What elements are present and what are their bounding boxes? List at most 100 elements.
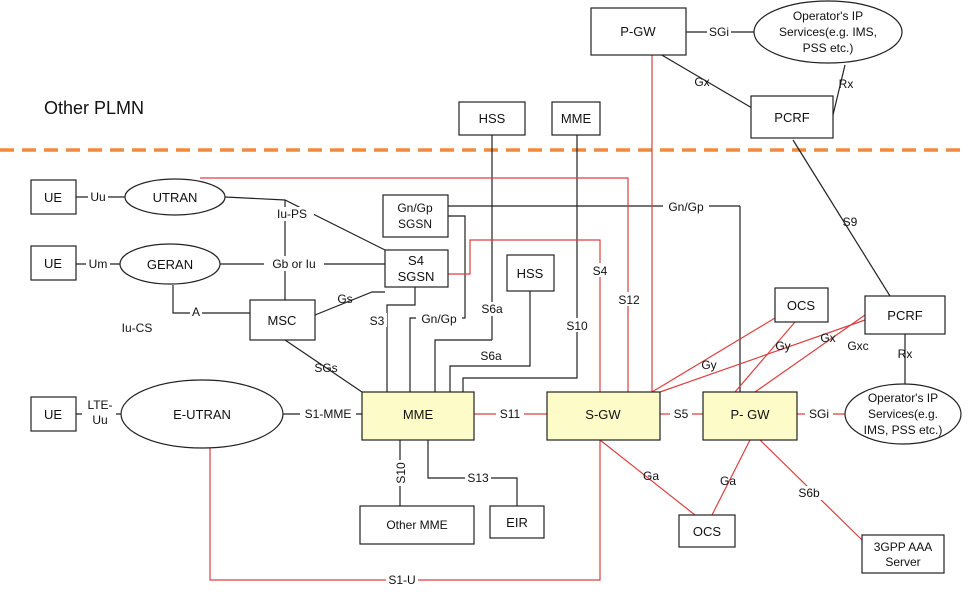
ip-services-right-line2: Services(e.g. — [868, 407, 938, 421]
label-um: Um — [89, 257, 108, 271]
label-s5: S5 — [674, 407, 689, 421]
ocs-top-box — [774, 287, 829, 323]
link-utran-s4sgsn-iups — [224, 196, 386, 251]
gn-gp-sgsn-box — [382, 194, 449, 238]
label-s6b: S6b — [798, 486, 820, 500]
label-gn-gp-low: Gn/Gp — [421, 312, 457, 326]
label-s4: S4 — [593, 264, 608, 278]
ocs-bottom-box — [678, 514, 736, 548]
link-sgw-pcrf-gxc — [659, 319, 866, 393]
link-msc-mme-sgs — [284, 339, 363, 393]
link-gngp-sgsn-to-mme — [409, 215, 466, 392]
link-hss-mid-mme-s6a — [449, 291, 531, 392]
e-utran-label: E-UTRAN — [173, 407, 231, 422]
pcrf-top-box — [750, 95, 834, 139]
msc-box — [249, 299, 316, 341]
label-s1-mme: S1-MME — [305, 407, 352, 421]
pgw-top-box — [590, 7, 687, 56]
utran-label: UTRAN — [153, 190, 198, 205]
aaa-line1: 3GPP AAA — [874, 540, 932, 554]
label-gx-top: Gx — [694, 75, 709, 89]
geran-label: GERAN — [147, 257, 193, 272]
link-s4sgsn-mme-s3 — [386, 287, 416, 392]
label-rx-top: Rx — [839, 77, 854, 91]
label-gxc: Gxc — [847, 339, 868, 353]
ue3-box — [30, 396, 77, 432]
msc-label: MSC — [268, 313, 297, 328]
label-rx-right: Rx — [898, 347, 913, 361]
e-utran-ellipse — [120, 379, 284, 449]
sgw-box — [546, 391, 661, 441]
aaa-server-box — [861, 534, 945, 574]
hss-top-label: HSS — [479, 111, 506, 126]
ip-services-top-line1: Operator's IP — [793, 9, 863, 23]
aaa-line2: Server — [885, 555, 920, 569]
mme-main-label: MME — [403, 407, 434, 422]
link-utran-sgw-s12 — [200, 177, 629, 392]
mme-top-label: MME — [561, 111, 592, 126]
label-gy-lower: Gy — [701, 358, 716, 372]
mme-main-box — [361, 391, 475, 441]
s4-sgsn-line2: SGSN — [398, 269, 435, 284]
label-gn-gp-right: Gn/Gp — [668, 200, 704, 214]
ue1-box — [30, 179, 77, 215]
ip-services-top-ellipse — [753, 0, 903, 64]
interface-labels: SGi Gx Rx S9 Uu Um Iu-PS Gb or Iu A Iu-C… — [82, 24, 912, 587]
label-s10: S10 — [566, 319, 588, 333]
hss-mid-label: HSS — [517, 266, 544, 281]
label-gx-right: Gx — [820, 331, 835, 345]
gn-gp-sgsn-line1: Gn/Gp — [397, 201, 433, 215]
pgw-main-box — [702, 391, 798, 441]
gn-gp-sgsn-line2: SGSN — [398, 217, 432, 231]
ip-services-right-line3: IMS, PSS etc.) — [864, 423, 943, 437]
label-sgs: SGs — [314, 361, 337, 375]
label-s3: S3 — [370, 314, 385, 328]
s4-sgsn-line1: S4 — [408, 253, 424, 268]
ue2-label: UE — [44, 256, 62, 271]
link-pcrf-pcrf-s9 — [792, 139, 891, 297]
link-pgw-pcrf-gx — [659, 53, 753, 109]
label-uu: Uu — [90, 190, 105, 204]
pgw-main-label: P- GW — [731, 407, 771, 422]
s4-sgsn-box — [384, 249, 449, 288]
eir-label: EIR — [506, 515, 528, 530]
label-s10-vertical: S10 — [394, 462, 408, 484]
other-mme-label: Other MME — [386, 518, 447, 532]
label-s1-u: S1-U — [388, 573, 415, 587]
label-ga-right: Ga — [720, 474, 736, 488]
link-hss-mme-s6a-upper-route — [434, 339, 492, 392]
link-pgw-pcrf-gx — [754, 314, 866, 393]
nodes — [30, 0, 962, 574]
link-s4sgsn-sgw-s4 — [448, 239, 601, 392]
other-mme-box — [359, 505, 475, 545]
label-s6a-upper: S6a — [481, 302, 503, 316]
ip-services-right-ellipse — [844, 383, 962, 445]
link-pgw-ocs-gy — [734, 321, 796, 393]
ip-services-top-line2: Services(e.g. IMS, — [779, 25, 877, 39]
link-pgw-ocs-ga — [711, 439, 751, 516]
link-sgw-ocs-ga — [599, 439, 696, 516]
geran-ellipse — [119, 243, 221, 285]
label-iu-cs: Iu-CS — [122, 321, 153, 335]
label-s6a-lower: S6a — [480, 349, 502, 363]
link-msc-s4sgsn-gs — [314, 291, 385, 316]
label-sgi-top: SGi — [709, 25, 729, 39]
ocs-bottom-label: OCS — [693, 524, 722, 539]
label-ga-left: Ga — [643, 469, 659, 483]
hss-top-box — [458, 101, 526, 136]
pcrf-right-label: PCRF — [887, 308, 922, 323]
ip-services-right-line1: Operator's IP — [868, 391, 938, 405]
label-lte-line2: Uu — [92, 413, 107, 427]
node-labels: Other PLMN P-GW Operator's IP Services(e… — [44, 9, 942, 569]
label-a: A — [192, 305, 200, 319]
link-pcrf-ipservices-rx — [832, 64, 846, 116]
eir-box — [489, 505, 545, 539]
ip-services-top-line3: PSS etc.) — [803, 41, 854, 55]
label-iu-ps: Iu-PS — [277, 207, 307, 221]
ue1-label: UE — [44, 190, 62, 205]
label-gb-or-iu: Gb or Iu — [272, 257, 315, 271]
label-s11: S11 — [500, 407, 521, 421]
mme-top-box — [551, 101, 601, 136]
utran-ellipse — [124, 178, 226, 216]
